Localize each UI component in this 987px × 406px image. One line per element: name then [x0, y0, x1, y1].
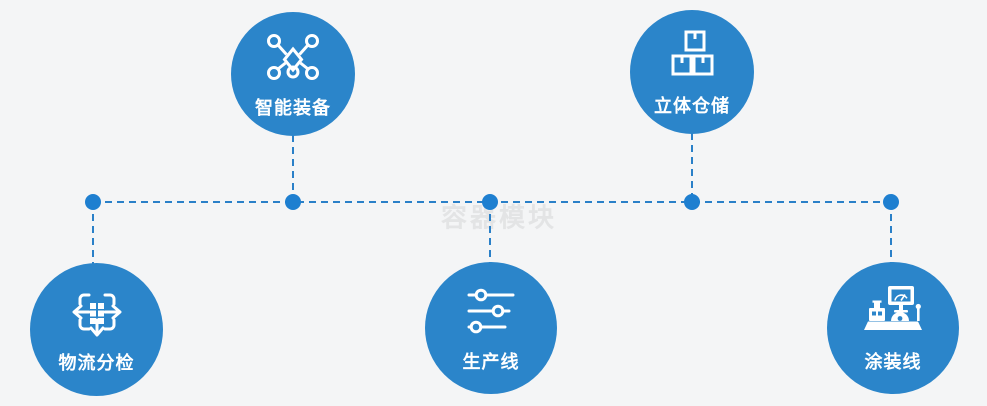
node-label: 涂装线: [864, 351, 922, 373]
diagram-node-stereo-warehouse: 立体仓储: [630, 10, 754, 134]
node-label: 立体仓储: [654, 95, 730, 117]
diagram-node-logistics-sorting: 物流分检: [30, 263, 163, 396]
junction-dot: [684, 194, 700, 210]
diagram-node-painting-line: 涂装线: [827, 262, 959, 394]
diagram-node-smart-equipment: 智能装备: [231, 12, 355, 136]
node-label: 生产线: [462, 351, 520, 373]
junction-dot: [883, 194, 899, 210]
diagram-node-production-line: 生产线: [425, 262, 557, 394]
painting-machine-icon: [858, 283, 928, 339]
junction-dot: [285, 194, 301, 210]
network-nodes-icon: [265, 29, 321, 85]
sliders-icon: [466, 283, 516, 339]
sorting-arrows-icon: [68, 284, 126, 340]
stacked-boxes-icon: [666, 27, 718, 83]
node-label: 智能装备: [255, 97, 331, 119]
junction-dot: [85, 194, 101, 210]
watermark-text: 容器模块: [440, 203, 558, 234]
junction-dot: [482, 194, 498, 210]
node-label: 物流分检: [58, 353, 135, 374]
